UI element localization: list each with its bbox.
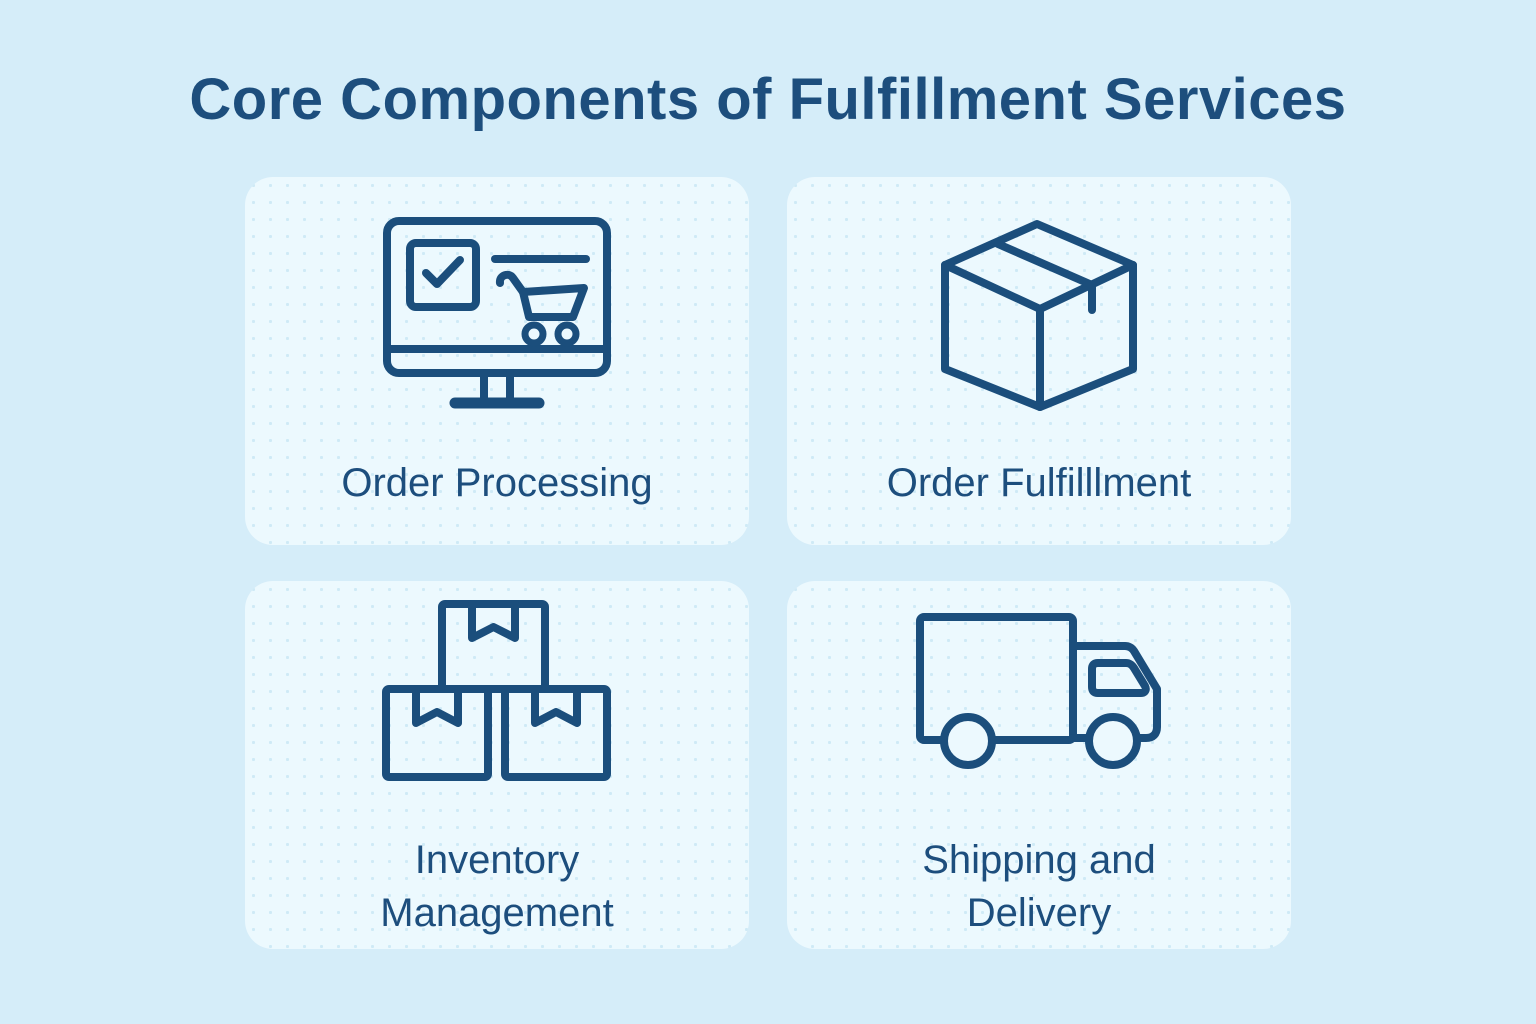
cards-grid: Order Processing Order Fulfilllment: [245, 177, 1291, 949]
card-label: Order Processing: [341, 460, 653, 505]
package-box-icon: [929, 213, 1149, 413]
card-shipping-delivery: Shipping and Delivery: [787, 581, 1291, 949]
card-label: Order Fulfilllment: [886, 460, 1192, 505]
page-title: Core Components of Fulfillment Services: [189, 67, 1347, 132]
stacked-boxes-icon: [382, 590, 612, 790]
card-order-fulfillment: Order Fulfilllment: [787, 177, 1291, 545]
card-order-processing: Order Processing: [245, 177, 749, 545]
card-label: Shipping and Delivery: [922, 838, 1156, 935]
monitor-checkout-cart-icon: [377, 213, 617, 413]
delivery-truck-icon: [912, 590, 1166, 790]
card-label: Inventory Management: [380, 838, 614, 935]
card-inventory-management: Inventory Management: [245, 581, 749, 949]
